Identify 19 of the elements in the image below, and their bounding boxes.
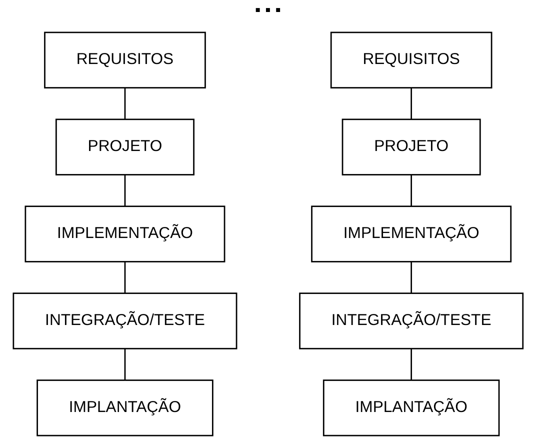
node-box: IMPLANTAÇÃO	[36, 380, 214, 436]
node-box: IMPLEMENTAÇÃO	[310, 206, 512, 262]
node-box: PROJETO	[342, 118, 481, 176]
node-box: PROJETO	[55, 118, 194, 176]
node-box: INTEGRAÇÃO/TESTE	[12, 292, 238, 350]
node-box: IMPLEMENTAÇÃO	[24, 206, 226, 262]
node-box: IMPLANTAÇÃO	[322, 380, 500, 436]
node-box: REQUISITOS	[330, 32, 492, 88]
connector	[410, 348, 412, 380]
connector	[124, 174, 126, 206]
connector	[410, 88, 412, 120]
connector	[124, 348, 126, 380]
node-box: INTEGRAÇÃO/TESTE	[298, 292, 524, 350]
ellipsis-mark: ▪ ▪ ▪	[255, 2, 281, 20]
node-box: REQUISITOS	[44, 32, 206, 88]
connector	[410, 262, 412, 294]
connector	[410, 174, 412, 206]
connector	[124, 88, 126, 120]
connector	[124, 262, 126, 294]
